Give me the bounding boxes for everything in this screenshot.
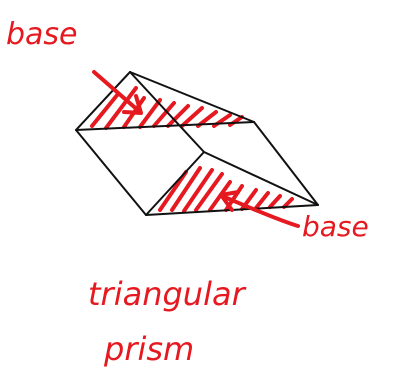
front-edge-right xyxy=(203,151,319,206)
lateral-edge-right xyxy=(253,121,319,206)
back-edge-top-right xyxy=(129,71,255,123)
back-base-hatching xyxy=(90,86,244,130)
lateral-edge-left xyxy=(75,129,147,216)
front-edge-left xyxy=(145,151,205,216)
back-edge-top-left xyxy=(75,71,131,131)
back-edge-bottom xyxy=(75,121,255,131)
label-base-right: base xyxy=(302,210,369,243)
front-base-hatching xyxy=(158,166,294,213)
arrow-to-front-base xyxy=(219,190,300,228)
label-title-line1: triangular xyxy=(88,275,247,313)
label-title-line2: prism xyxy=(103,330,194,368)
arrow-to-back-base xyxy=(92,70,143,115)
label-base-top: base xyxy=(6,17,78,52)
lateral-edge-top xyxy=(129,71,205,153)
